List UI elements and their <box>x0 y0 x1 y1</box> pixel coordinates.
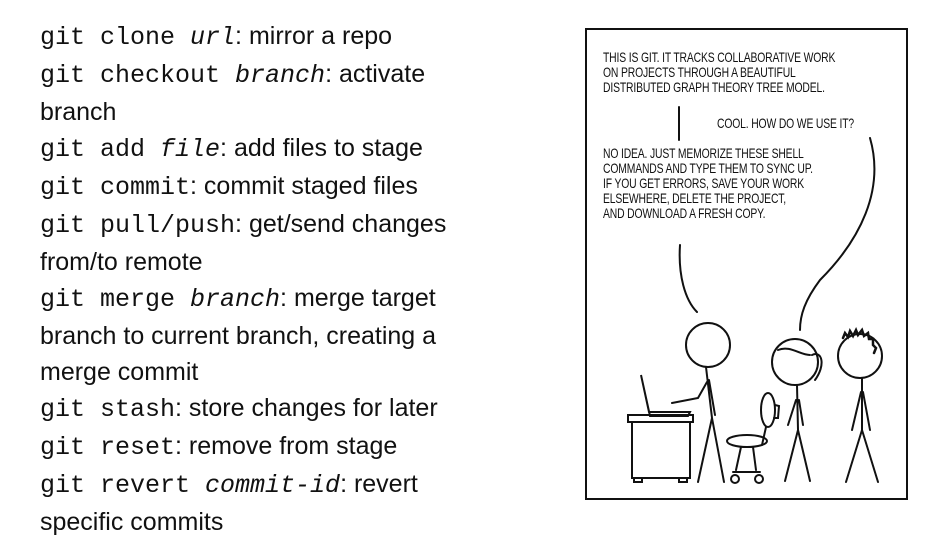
command-argument: branch <box>235 61 326 90</box>
command-description: merge commit <box>40 358 199 386</box>
command-line: git pull/push: get/send changes <box>40 206 510 244</box>
command-line: branch <box>40 94 510 130</box>
command-description: : revert <box>340 470 418 498</box>
desk-with-laptop <box>627 374 694 483</box>
command-description: branch to current branch, creating a <box>40 322 437 350</box>
speech-bubble-text: THIS IS GIT. IT TRACKS COLLABORATIVE WOR… <box>603 49 836 65</box>
speech-tail-3 <box>678 244 698 313</box>
stick-figure-1 <box>671 322 731 483</box>
command-line: git checkout branch: activate <box>40 56 510 94</box>
speech-bubble-text: IF YOU GET ERRORS, SAVE YOUR WORK <box>603 175 805 191</box>
command-name: git stash <box>40 395 176 424</box>
command-name: git add <box>40 135 161 164</box>
command-line: specific commits <box>40 504 510 540</box>
command-description: : activate <box>325 60 426 88</box>
command-line: git stash: store changes for later <box>40 390 510 428</box>
command-description: : mirror a repo <box>235 22 393 50</box>
command-name: git checkout <box>40 61 236 90</box>
speech-bubble-text: COOL. HOW DO WE USE IT? <box>717 115 855 131</box>
speech-bubble-text: COMMANDS AND TYPE THEM TO SYNC UP. <box>603 160 813 176</box>
command-line: git merge branch: merge target <box>40 280 510 318</box>
command-description: specific commits <box>40 508 224 536</box>
command-argument: branch <box>190 285 281 314</box>
command-description: : store changes for later <box>175 394 438 422</box>
command-name: git merge <box>40 285 191 314</box>
command-name: git revert <box>40 471 206 500</box>
speech-bubble-text: NO IDEA. JUST MEMORIZE THESE SHELL <box>603 145 804 161</box>
stick-figure-2 <box>771 338 823 482</box>
speech-bubble-text: AND DOWNLOAD A FRESH COPY. <box>603 205 766 221</box>
command-argument: url <box>190 23 236 52</box>
command-line: git reset: remove from stage <box>40 428 510 466</box>
speech-bubble-text: ON PROJECTS THROUGH A BEAUTIFUL <box>603 64 796 80</box>
stick-figure-3 <box>837 326 883 483</box>
command-name: git pull/push <box>40 211 236 240</box>
command-argument: commit-id <box>205 471 341 500</box>
command-name: git commit <box>40 173 191 202</box>
command-line: branch to current branch, creating a <box>40 318 510 354</box>
command-argument: file <box>160 135 221 164</box>
command-description: from/to remote <box>40 248 203 276</box>
command-description: : merge target <box>280 284 436 312</box>
command-name: git reset <box>40 433 176 462</box>
xkcd-git-comic: THIS IS GIT. IT TRACKS COLLABORATIVE WOR… <box>585 28 908 500</box>
command-line: git revert commit-id: revert <box>40 466 510 504</box>
speech-bubble-text: DISTRIBUTED GRAPH THEORY TREE MODEL. <box>603 79 825 95</box>
command-description: : get/send changes <box>235 210 447 238</box>
command-line: git clone url: mirror a repo <box>40 18 510 56</box>
command-line: merge commit <box>40 354 510 390</box>
command-line: git add file: add files to stage <box>40 130 510 168</box>
speech-bubble-text: ELSEWHERE, DELETE THE PROJECT, <box>603 190 787 206</box>
command-line: from/to remote <box>40 244 510 280</box>
command-name: git clone <box>40 23 191 52</box>
command-description: : add files to stage <box>220 134 423 162</box>
command-description: branch <box>40 98 117 126</box>
command-description: : commit staged files <box>190 172 418 200</box>
speech-tail-2 <box>799 137 876 331</box>
office-chair <box>726 392 781 484</box>
command-description: : remove from stage <box>175 432 398 460</box>
command-line: git commit: commit staged files <box>40 168 510 206</box>
